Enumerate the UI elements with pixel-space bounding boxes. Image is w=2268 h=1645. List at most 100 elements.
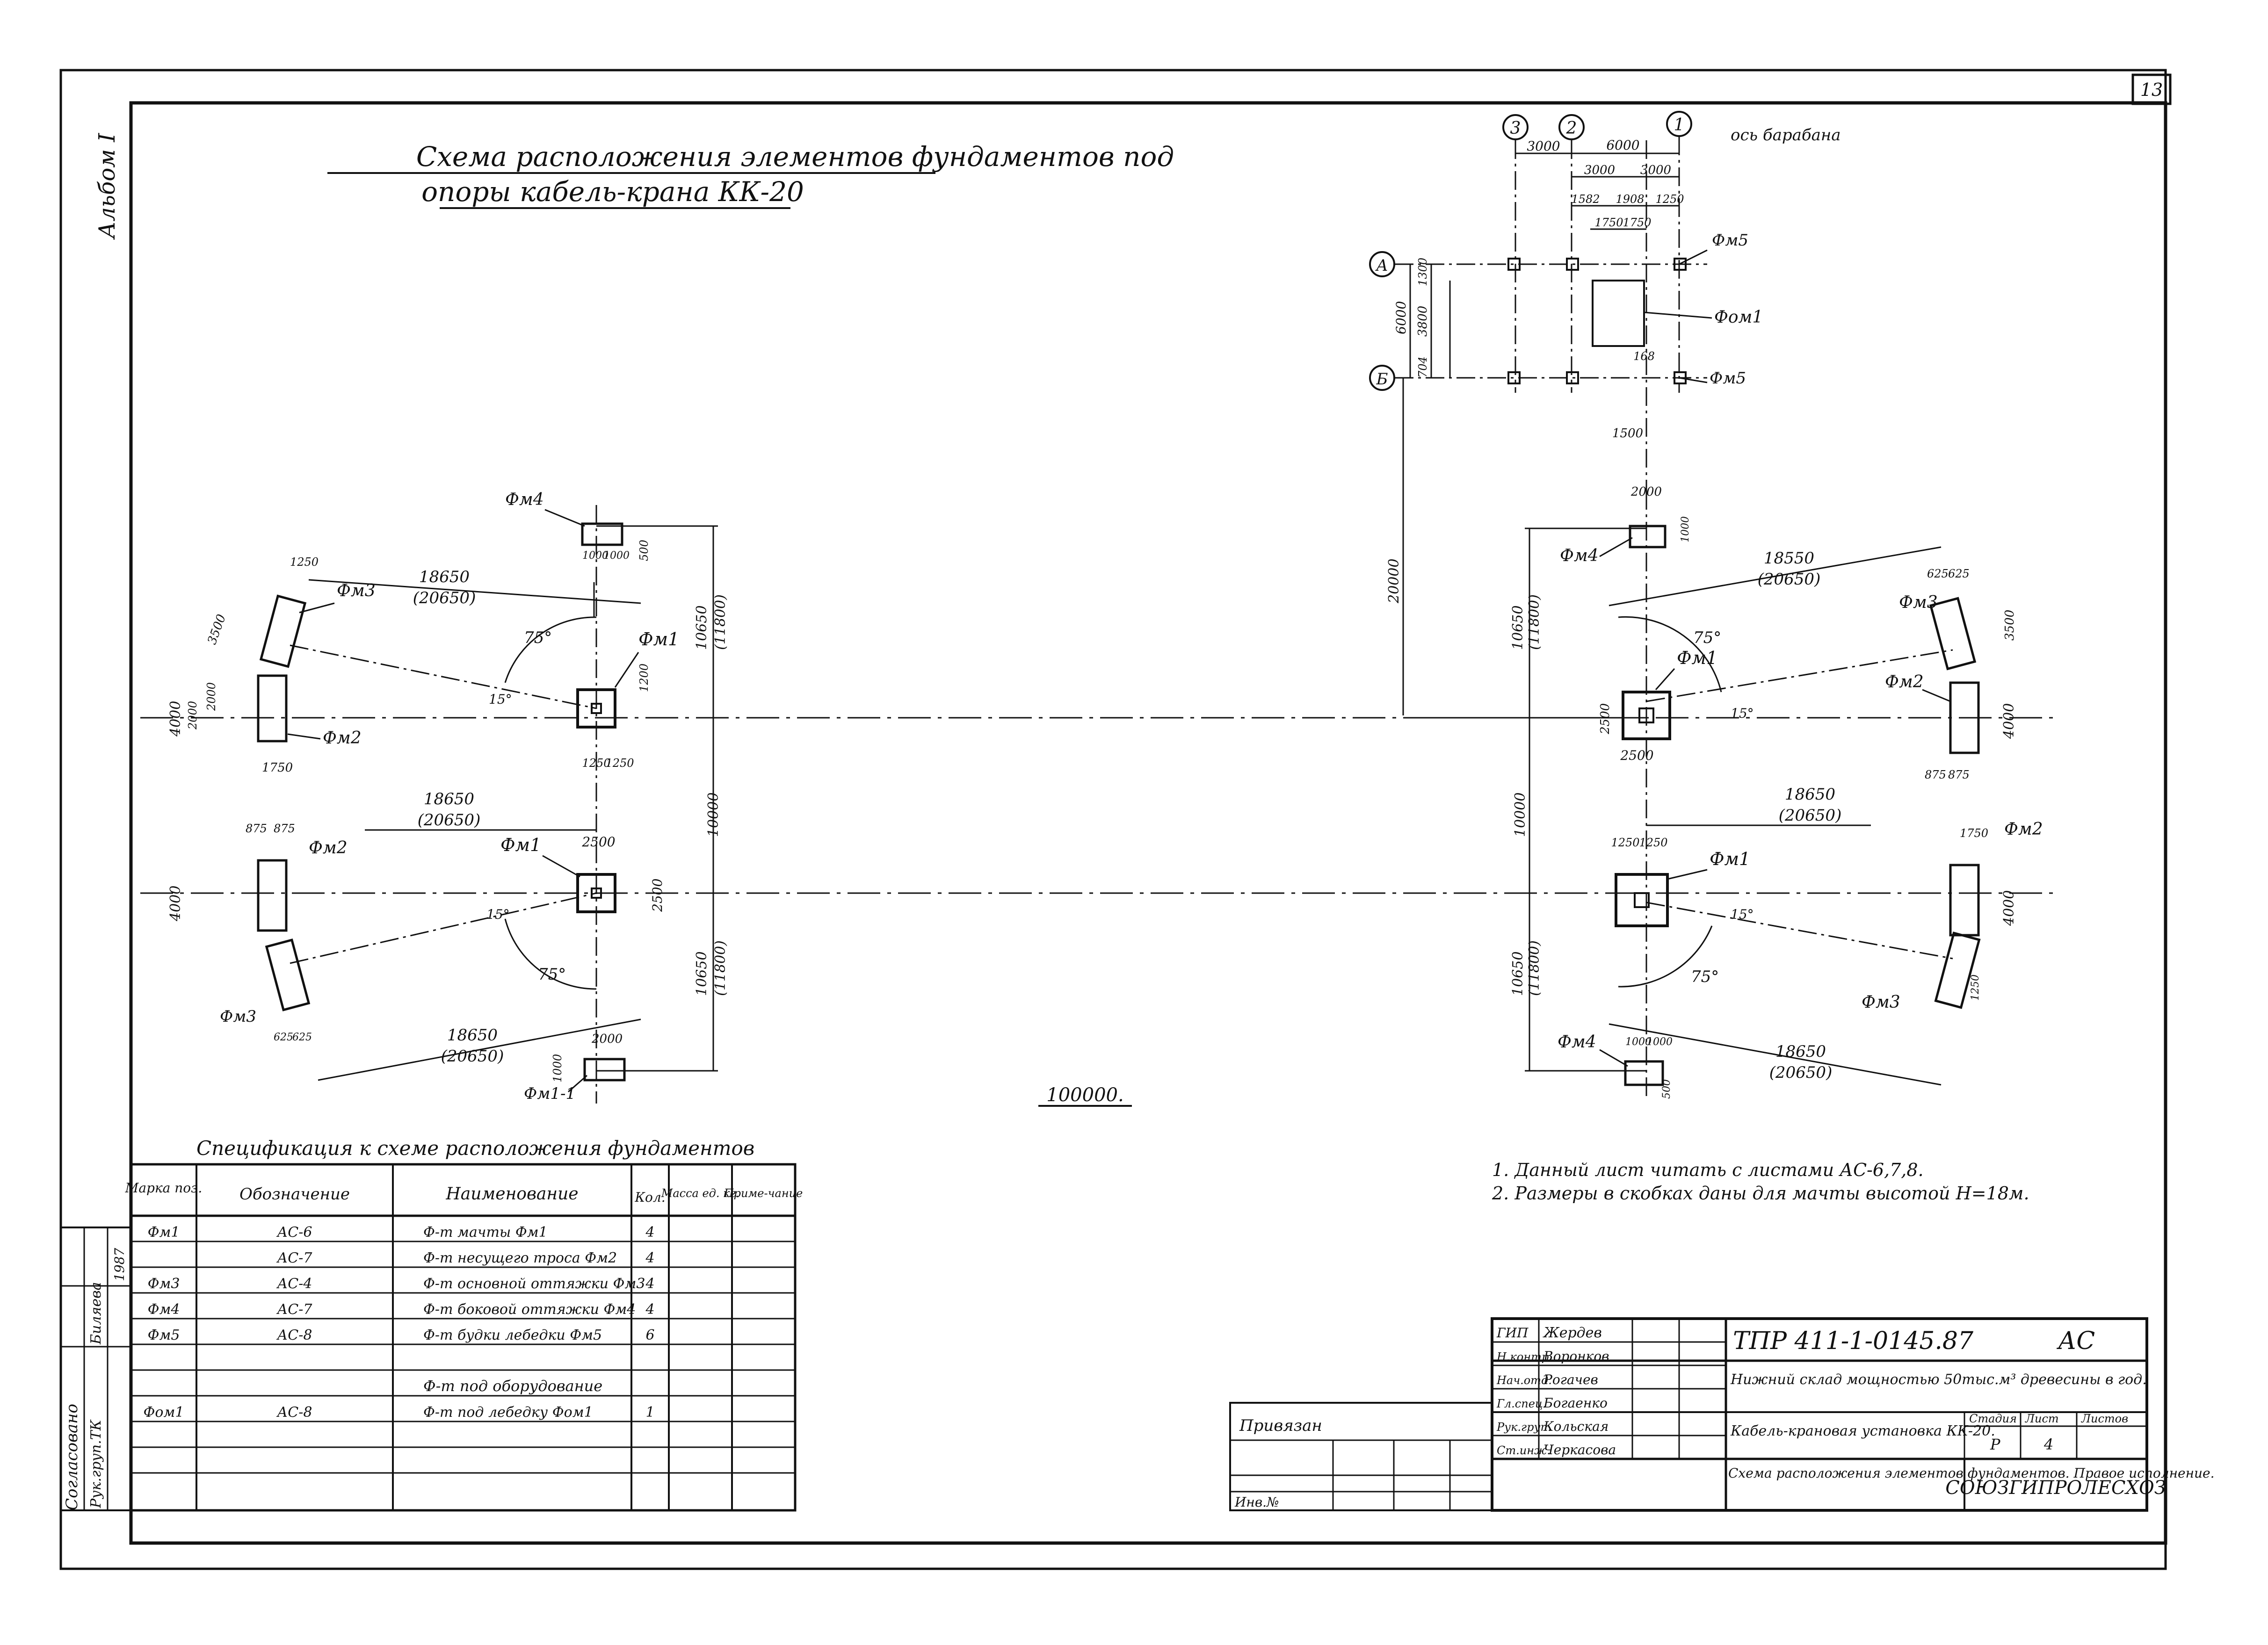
table-row: Фом1 АС-8 Ф-т под лебедку Фом1 1 bbox=[144, 1404, 655, 1421]
fm5-block bbox=[1507, 371, 1521, 384]
fm3-block bbox=[265, 938, 311, 1011]
fm1-block bbox=[576, 873, 616, 913]
fm4-block bbox=[583, 1058, 626, 1082]
svg-text:АС-6: АС-6 bbox=[276, 1224, 312, 1241]
svg-text:625: 625 bbox=[1927, 567, 1949, 580]
sheet-title: Схема расположения элементов фундаментов… bbox=[1728, 1465, 2215, 1481]
overall-dimension: 100000. bbox=[1046, 1084, 1123, 1106]
svg-text:625: 625 bbox=[1948, 567, 1970, 580]
svg-text:18650: 18650 bbox=[1775, 1042, 1826, 1061]
spec-header: Марка поз. bbox=[125, 1180, 203, 1196]
svg-text:АС-7: АС-7 bbox=[276, 1250, 313, 1266]
svg-text:2500: 2500 bbox=[581, 834, 615, 850]
spec-header: Обозначение bbox=[239, 1185, 350, 1204]
mark-fm1: Фм1 bbox=[500, 835, 541, 855]
svg-text:875: 875 bbox=[246, 822, 267, 835]
axis-drum-label: ось барабана bbox=[1731, 126, 1841, 144]
table-row: Ф-т под оборудование bbox=[423, 1377, 602, 1395]
document-code: ТПР 411-1-0145.87 bbox=[1733, 1327, 1974, 1355]
stamp-agreed: Согласовано bbox=[63, 1404, 81, 1510]
role-label: ГИП bbox=[1496, 1325, 1529, 1341]
svg-text:1000: 1000 bbox=[603, 550, 630, 562]
svg-text:Ф-т будки лебедки Фм5: Ф-т будки лебедки Фм5 bbox=[423, 1327, 602, 1343]
fm2-block bbox=[1949, 864, 1980, 937]
svg-text:1200: 1200 bbox=[638, 664, 651, 692]
mark-fm3: Фм3 bbox=[220, 1007, 256, 1026]
mark-fm1: Фм1 bbox=[1710, 849, 1750, 869]
svg-text:18650: 18650 bbox=[424, 790, 474, 808]
svg-text:4000: 4000 bbox=[2001, 890, 2017, 926]
svg-text:625: 625 bbox=[292, 1032, 312, 1043]
object-name: Кабель-крановая установка КК-20. bbox=[1730, 1423, 1995, 1439]
svg-text:1: 1 bbox=[645, 1404, 654, 1421]
spec-header: Кол. bbox=[634, 1190, 665, 1205]
svg-text:2000: 2000 bbox=[205, 682, 218, 711]
svg-text:4: 4 bbox=[645, 1224, 654, 1241]
svg-text:4: 4 bbox=[645, 1276, 654, 1292]
svg-text:АС-4: АС-4 bbox=[276, 1276, 312, 1292]
svg-text:1750: 1750 bbox=[1960, 827, 1988, 840]
spec-header: Приме-чание bbox=[724, 1187, 803, 1200]
svg-text:4: 4 bbox=[645, 1250, 654, 1266]
note-2: 2. Размеры в скобках даны для мачты высо… bbox=[1492, 1183, 2029, 1204]
role-label: Рук.груп. bbox=[1496, 1421, 1551, 1434]
corner-number: 13 bbox=[2140, 79, 2163, 100]
person-name: Рогачев bbox=[1543, 1372, 1598, 1387]
signature-rows bbox=[1492, 1341, 1726, 1436]
fom1-block bbox=[1592, 280, 1645, 347]
svg-text:Ф-т несущего троса Фм2: Ф-т несущего троса Фм2 bbox=[423, 1250, 617, 1266]
fm3-block bbox=[259, 594, 307, 668]
svg-text:1250: 1250 bbox=[1611, 836, 1639, 849]
svg-text:75°: 75° bbox=[524, 628, 552, 647]
fm4-block bbox=[1624, 1060, 1664, 1086]
svg-text:1000: 1000 bbox=[1680, 516, 1691, 542]
svg-text:(11800): (11800) bbox=[712, 594, 729, 650]
svg-text:АС-8: АС-8 bbox=[276, 1404, 312, 1421]
fm3-block bbox=[1934, 931, 1981, 1009]
stamp-name: Биляева bbox=[88, 1282, 104, 1345]
svg-text:18550: 18550 bbox=[1764, 549, 1814, 568]
axis-label: 1 bbox=[1674, 115, 1685, 135]
svg-text:3000: 3000 bbox=[1527, 138, 1560, 154]
fm2-block bbox=[1949, 681, 1980, 754]
svg-text:6000: 6000 bbox=[1606, 137, 1639, 153]
top-plan-dimensions: 3000 6000 3000 3000 1582 1908 1250 1750 … bbox=[1386, 137, 1684, 604]
spec-caption: Спецификация к схеме расположения фундам… bbox=[196, 1137, 754, 1160]
svg-text:18650: 18650 bbox=[447, 1026, 498, 1045]
mark-fm2: Фм2 bbox=[309, 838, 348, 858]
mark-fm2: Фм2 bbox=[323, 729, 362, 748]
svg-text:10000: 10000 bbox=[1512, 793, 1529, 837]
svg-text:2000: 2000 bbox=[1630, 485, 1662, 499]
svg-text:Ф-т мачты Фм1: Ф-т мачты Фм1 bbox=[423, 1224, 548, 1241]
album-label: Альбом I bbox=[94, 133, 120, 240]
stamp-role: Рук.груп.ТК bbox=[88, 1419, 104, 1508]
right-foundation-group: Фм1 Фм1 Фм4 2000 Фм4 1000 1000 Фм2 875 8… bbox=[1510, 485, 2043, 1099]
svg-text:1908: 1908 bbox=[1616, 193, 1644, 206]
mark-fm5-a: Фм5 bbox=[1712, 231, 1748, 250]
table-row: Фм4 АС-7 Ф-т боковой оттяжки Фм4 4 bbox=[148, 1301, 655, 1318]
svg-text:6: 6 bbox=[645, 1327, 654, 1343]
svg-text:(11800): (11800) bbox=[1526, 594, 1543, 650]
stage-value: Р bbox=[1990, 1436, 2000, 1453]
svg-text:(20650): (20650) bbox=[441, 1047, 504, 1066]
spec-header: Наименование bbox=[445, 1184, 578, 1204]
svg-text:500: 500 bbox=[638, 540, 651, 561]
svg-text:Ф-т боковой оттяжки Фм4: Ф-т боковой оттяжки Фм4 bbox=[423, 1301, 636, 1318]
svg-text:(20650): (20650) bbox=[1769, 1063, 1833, 1082]
fm1-block bbox=[1615, 873, 1669, 927]
fm1-block bbox=[1622, 691, 1671, 740]
svg-text:704: 704 bbox=[1416, 356, 1429, 378]
svg-text:1750: 1750 bbox=[1623, 216, 1651, 229]
svg-text:75°: 75° bbox=[538, 965, 566, 984]
svg-text:1250: 1250 bbox=[290, 556, 319, 569]
svg-text:75°: 75° bbox=[1691, 967, 1719, 986]
axis-label: Б bbox=[1376, 370, 1388, 389]
table-row: Фм1 АС-6 Ф-т мачты Фм1 4 bbox=[148, 1224, 655, 1241]
role-label: Нач.отд. bbox=[1496, 1374, 1552, 1387]
drawing-title-line2: опоры кабель-крана КК-20 bbox=[421, 176, 804, 208]
svg-text:18650: 18650 bbox=[1785, 785, 1835, 804]
fm5-block bbox=[1566, 258, 1579, 271]
sheet-value: 4 bbox=[2043, 1436, 2053, 1453]
svg-text:875: 875 bbox=[274, 822, 295, 835]
svg-text:10000: 10000 bbox=[705, 793, 722, 837]
